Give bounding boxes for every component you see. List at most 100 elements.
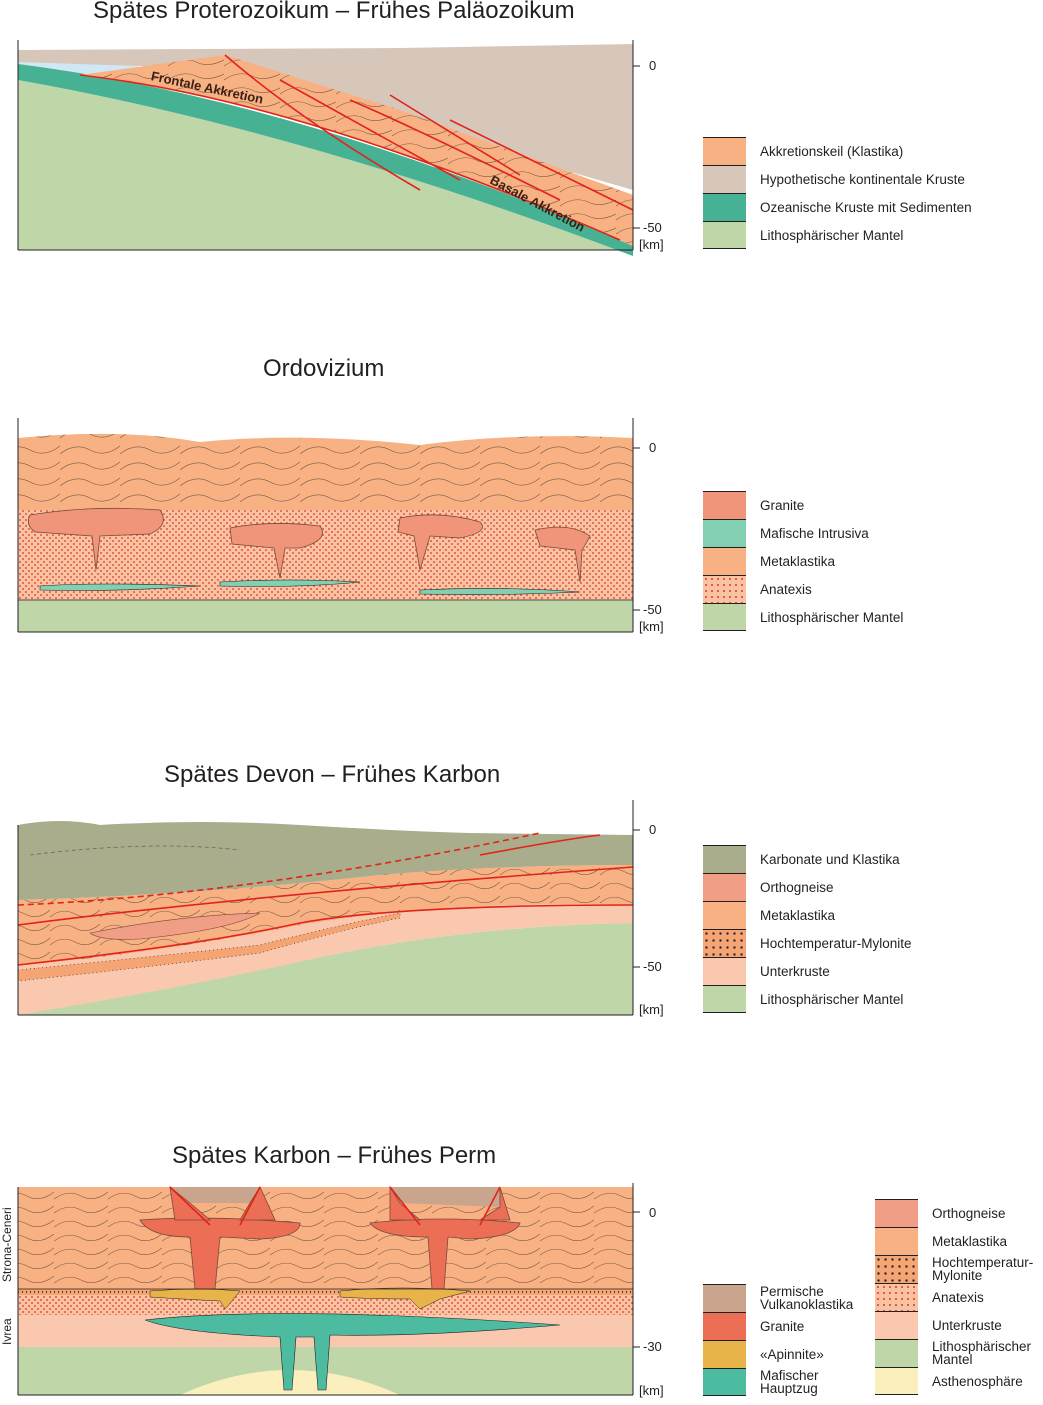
legend-swatch bbox=[703, 491, 746, 519]
panel-4-axis-top: 0 bbox=[649, 1205, 657, 1220]
legend-item: Metaklastika bbox=[875, 1227, 1007, 1255]
oceanic-crust bbox=[18, 64, 633, 256]
legend-swatch bbox=[875, 1227, 918, 1255]
mafic-intrusions bbox=[39, 579, 581, 595]
panel-3-axis-unit: [km] bbox=[639, 1002, 664, 1017]
legend-swatch bbox=[703, 845, 746, 873]
legend-swatch bbox=[875, 1339, 918, 1367]
panel-4-title: Spätes Karbon – Frühes Perm bbox=[172, 1142, 497, 1169]
legend-label: Lithosphärischer Mantel bbox=[932, 1339, 1032, 1367]
legend-swatch bbox=[703, 1312, 746, 1340]
legend-swatch bbox=[703, 193, 746, 221]
legend-label: Permische Vulkanoklastika bbox=[760, 1284, 854, 1312]
legend-label: Unterkruste bbox=[760, 963, 830, 979]
legend-label: Asthenosphäre bbox=[932, 1373, 1023, 1389]
legend-label: Metaklastika bbox=[760, 907, 836, 923]
continental-crust bbox=[18, 44, 633, 190]
legend-swatch bbox=[703, 929, 746, 957]
panel-2-axis-unit: [km] bbox=[639, 619, 664, 634]
panel-2-axis-bottom: -50 bbox=[643, 602, 662, 617]
legend-item: «Apinnite» bbox=[703, 1340, 824, 1368]
legend-item: Permische Vulkanoklastika bbox=[703, 1284, 853, 1312]
legend-label: Granite bbox=[760, 497, 805, 513]
legend-label: Lithosphärischer Mantel bbox=[760, 227, 904, 243]
mantle bbox=[18, 923, 633, 1015]
legend-item: Anatexis bbox=[703, 575, 812, 603]
legend-label: Metaklastika bbox=[932, 1233, 1008, 1249]
legend-item: Lithosphärischer Mantel bbox=[703, 985, 903, 1013]
mylonite bbox=[18, 1289, 633, 1295]
panel-3-axis-bottom: -50 bbox=[643, 959, 662, 974]
legend-item: Lithosphärischer Mantel bbox=[703, 221, 903, 249]
legend-label: Unterkruste bbox=[932, 1317, 1002, 1333]
legend-label: Anatexis bbox=[932, 1289, 984, 1305]
legend-item: Hochtemperatur-Mylonite bbox=[703, 929, 912, 957]
legend-swatch bbox=[703, 137, 746, 165]
legend-swatch bbox=[703, 165, 746, 193]
legend-swatch bbox=[875, 1367, 918, 1395]
legend-item: Hochtemperatur- Mylonite bbox=[875, 1255, 1033, 1283]
panel-1-axis-top: 0 bbox=[649, 58, 657, 73]
legend-item: Ozeanische Kruste mit Sedimenten bbox=[703, 193, 972, 221]
panel-1-axis-unit: [km] bbox=[639, 237, 664, 252]
legend-label: Akkretionskeil (Klastika) bbox=[760, 143, 904, 159]
mylonite-band bbox=[17, 912, 401, 982]
legend-swatch bbox=[703, 957, 746, 985]
volcanoclastics bbox=[170, 1187, 500, 1207]
legend-label: Lithosphärischer Mantel bbox=[760, 609, 904, 625]
legend-item: Lithosphärischer Mantel bbox=[703, 603, 903, 631]
panel-1-cross-section bbox=[17, 40, 640, 256]
legend-item: Lithosphärischer Mantel bbox=[875, 1339, 1031, 1367]
legend-item: Mafische Intrusiva bbox=[703, 519, 869, 547]
lower-crust bbox=[18, 904, 633, 1015]
panel-4-axis-bottom: -30 bbox=[643, 1339, 662, 1354]
mafic-main-zone bbox=[144, 1313, 561, 1391]
legend-swatch bbox=[875, 1283, 918, 1311]
legend-label: Anatexis bbox=[760, 581, 812, 597]
legend-label: Lithosphärischer Mantel bbox=[760, 991, 904, 1007]
panel-4-cross-section bbox=[17, 1183, 640, 1396]
panel-3-axis-top: 0 bbox=[649, 822, 657, 837]
lithospheric-mantle bbox=[18, 600, 633, 632]
legend-item: Anatexis bbox=[875, 1283, 984, 1311]
panel-2-title: Ordovizium bbox=[263, 355, 385, 382]
legend-swatch bbox=[703, 547, 746, 575]
legend-swatch bbox=[703, 1340, 746, 1368]
legend-label: Metaklastika bbox=[760, 553, 836, 569]
legend-item: Unterkruste bbox=[875, 1311, 1002, 1339]
carbonates bbox=[18, 821, 633, 900]
panel-2-cross-section bbox=[17, 418, 640, 633]
lithospheric-mantle bbox=[18, 80, 633, 256]
legend-item: Akkretionskeil (Klastika) bbox=[703, 137, 903, 165]
legend-swatch bbox=[703, 873, 746, 901]
legend-label: Hochtemperatur-Mylonite bbox=[760, 935, 912, 951]
legend-item: Metaklastika bbox=[703, 901, 835, 929]
legend-swatch bbox=[703, 221, 746, 249]
legend-swatch bbox=[703, 1284, 746, 1312]
legend-swatch bbox=[875, 1199, 918, 1227]
legend-swatch bbox=[875, 1255, 918, 1283]
legend-label: Orthogneise bbox=[932, 1205, 1006, 1221]
panel-3-cross-section bbox=[17, 800, 640, 1016]
legend-item: Mafischer Hauptzug bbox=[703, 1368, 819, 1396]
legend-label: Hochtemperatur- Mylonite bbox=[932, 1255, 1034, 1283]
legend-label: Hypothetische kontinentale Kruste bbox=[760, 171, 965, 187]
legend-item: Hypothetische kontinentale Kruste bbox=[703, 165, 965, 193]
legend-label: Mafischer Hauptzug bbox=[760, 1368, 819, 1396]
panel-1-title: Spätes Proterozoikum – Frühes Paläozoiku… bbox=[93, 0, 575, 24]
panel-2-axis-top: 0 bbox=[649, 440, 657, 455]
granite-bodies bbox=[27, 507, 591, 583]
legend-swatch bbox=[703, 603, 746, 631]
legend-item: Metaklastika bbox=[703, 547, 835, 575]
legend-item: Orthogneise bbox=[703, 873, 834, 901]
legend-label: Ozeanische Kruste mit Sedimenten bbox=[760, 199, 972, 215]
legend-swatch bbox=[703, 575, 746, 603]
panel-3-title: Spätes Devon – Frühes Karbon bbox=[164, 761, 501, 788]
legend-label: Mafische Intrusiva bbox=[760, 525, 869, 541]
legend-label: Granite bbox=[760, 1318, 805, 1334]
legend-item: Karbonate und Klastika bbox=[703, 845, 900, 873]
legend-label: «Apinnite» bbox=[760, 1346, 824, 1362]
legend-item: Orthogneise bbox=[875, 1199, 1006, 1227]
legend-label: Karbonate und Klastika bbox=[760, 851, 900, 867]
legend-swatch bbox=[703, 985, 746, 1013]
